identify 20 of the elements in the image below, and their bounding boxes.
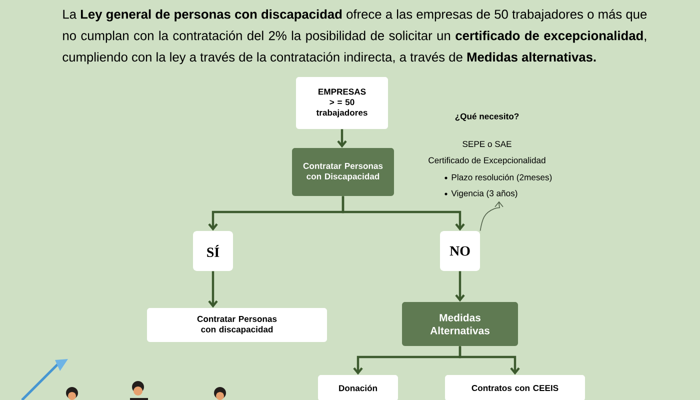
process-box: Medidas Alternativas bbox=[402, 302, 518, 346]
info-text: Certificado de Excepcionalidad bbox=[428, 157, 546, 165]
process-box: Contratar Personas con Discapacidad bbox=[292, 148, 394, 196]
arrow bbox=[342, 196, 465, 231]
process-box: Donación bbox=[318, 375, 398, 400]
arrow bbox=[337, 129, 347, 148]
bullet-item: Vigencia (3 años) bbox=[444, 190, 518, 198]
arrow bbox=[458, 346, 520, 375]
answer-box: SÍ bbox=[193, 231, 233, 271]
process-box: Contratar Personas con discapacidad bbox=[147, 308, 327, 342]
arrow bbox=[480, 201, 504, 232]
info-text: SEPE o SAE bbox=[462, 140, 512, 148]
process-box: Contratos con CEEIS bbox=[445, 375, 585, 400]
arrow bbox=[208, 271, 218, 308]
heading: ¿Qué necesito? bbox=[455, 113, 519, 121]
bullet-item: Plazo resolución (2meses) bbox=[444, 174, 552, 182]
process-box: EMPRESAS > = 50 trabajadores bbox=[296, 77, 388, 129]
intro-paragraph: La Ley general de personas con discapacidad ofrece a las empresas de 50 trabajadores o más que no cumplan con la contratación del 2% la posibilidad de solicitar un certificado de excepcionalidad, cumpliendo con la ley a través de la contratación indirecta, a través de Medidas alternativas. bbox=[62, 9, 647, 64]
arrow bbox=[455, 271, 465, 302]
answer-box: NO bbox=[440, 231, 480, 271]
